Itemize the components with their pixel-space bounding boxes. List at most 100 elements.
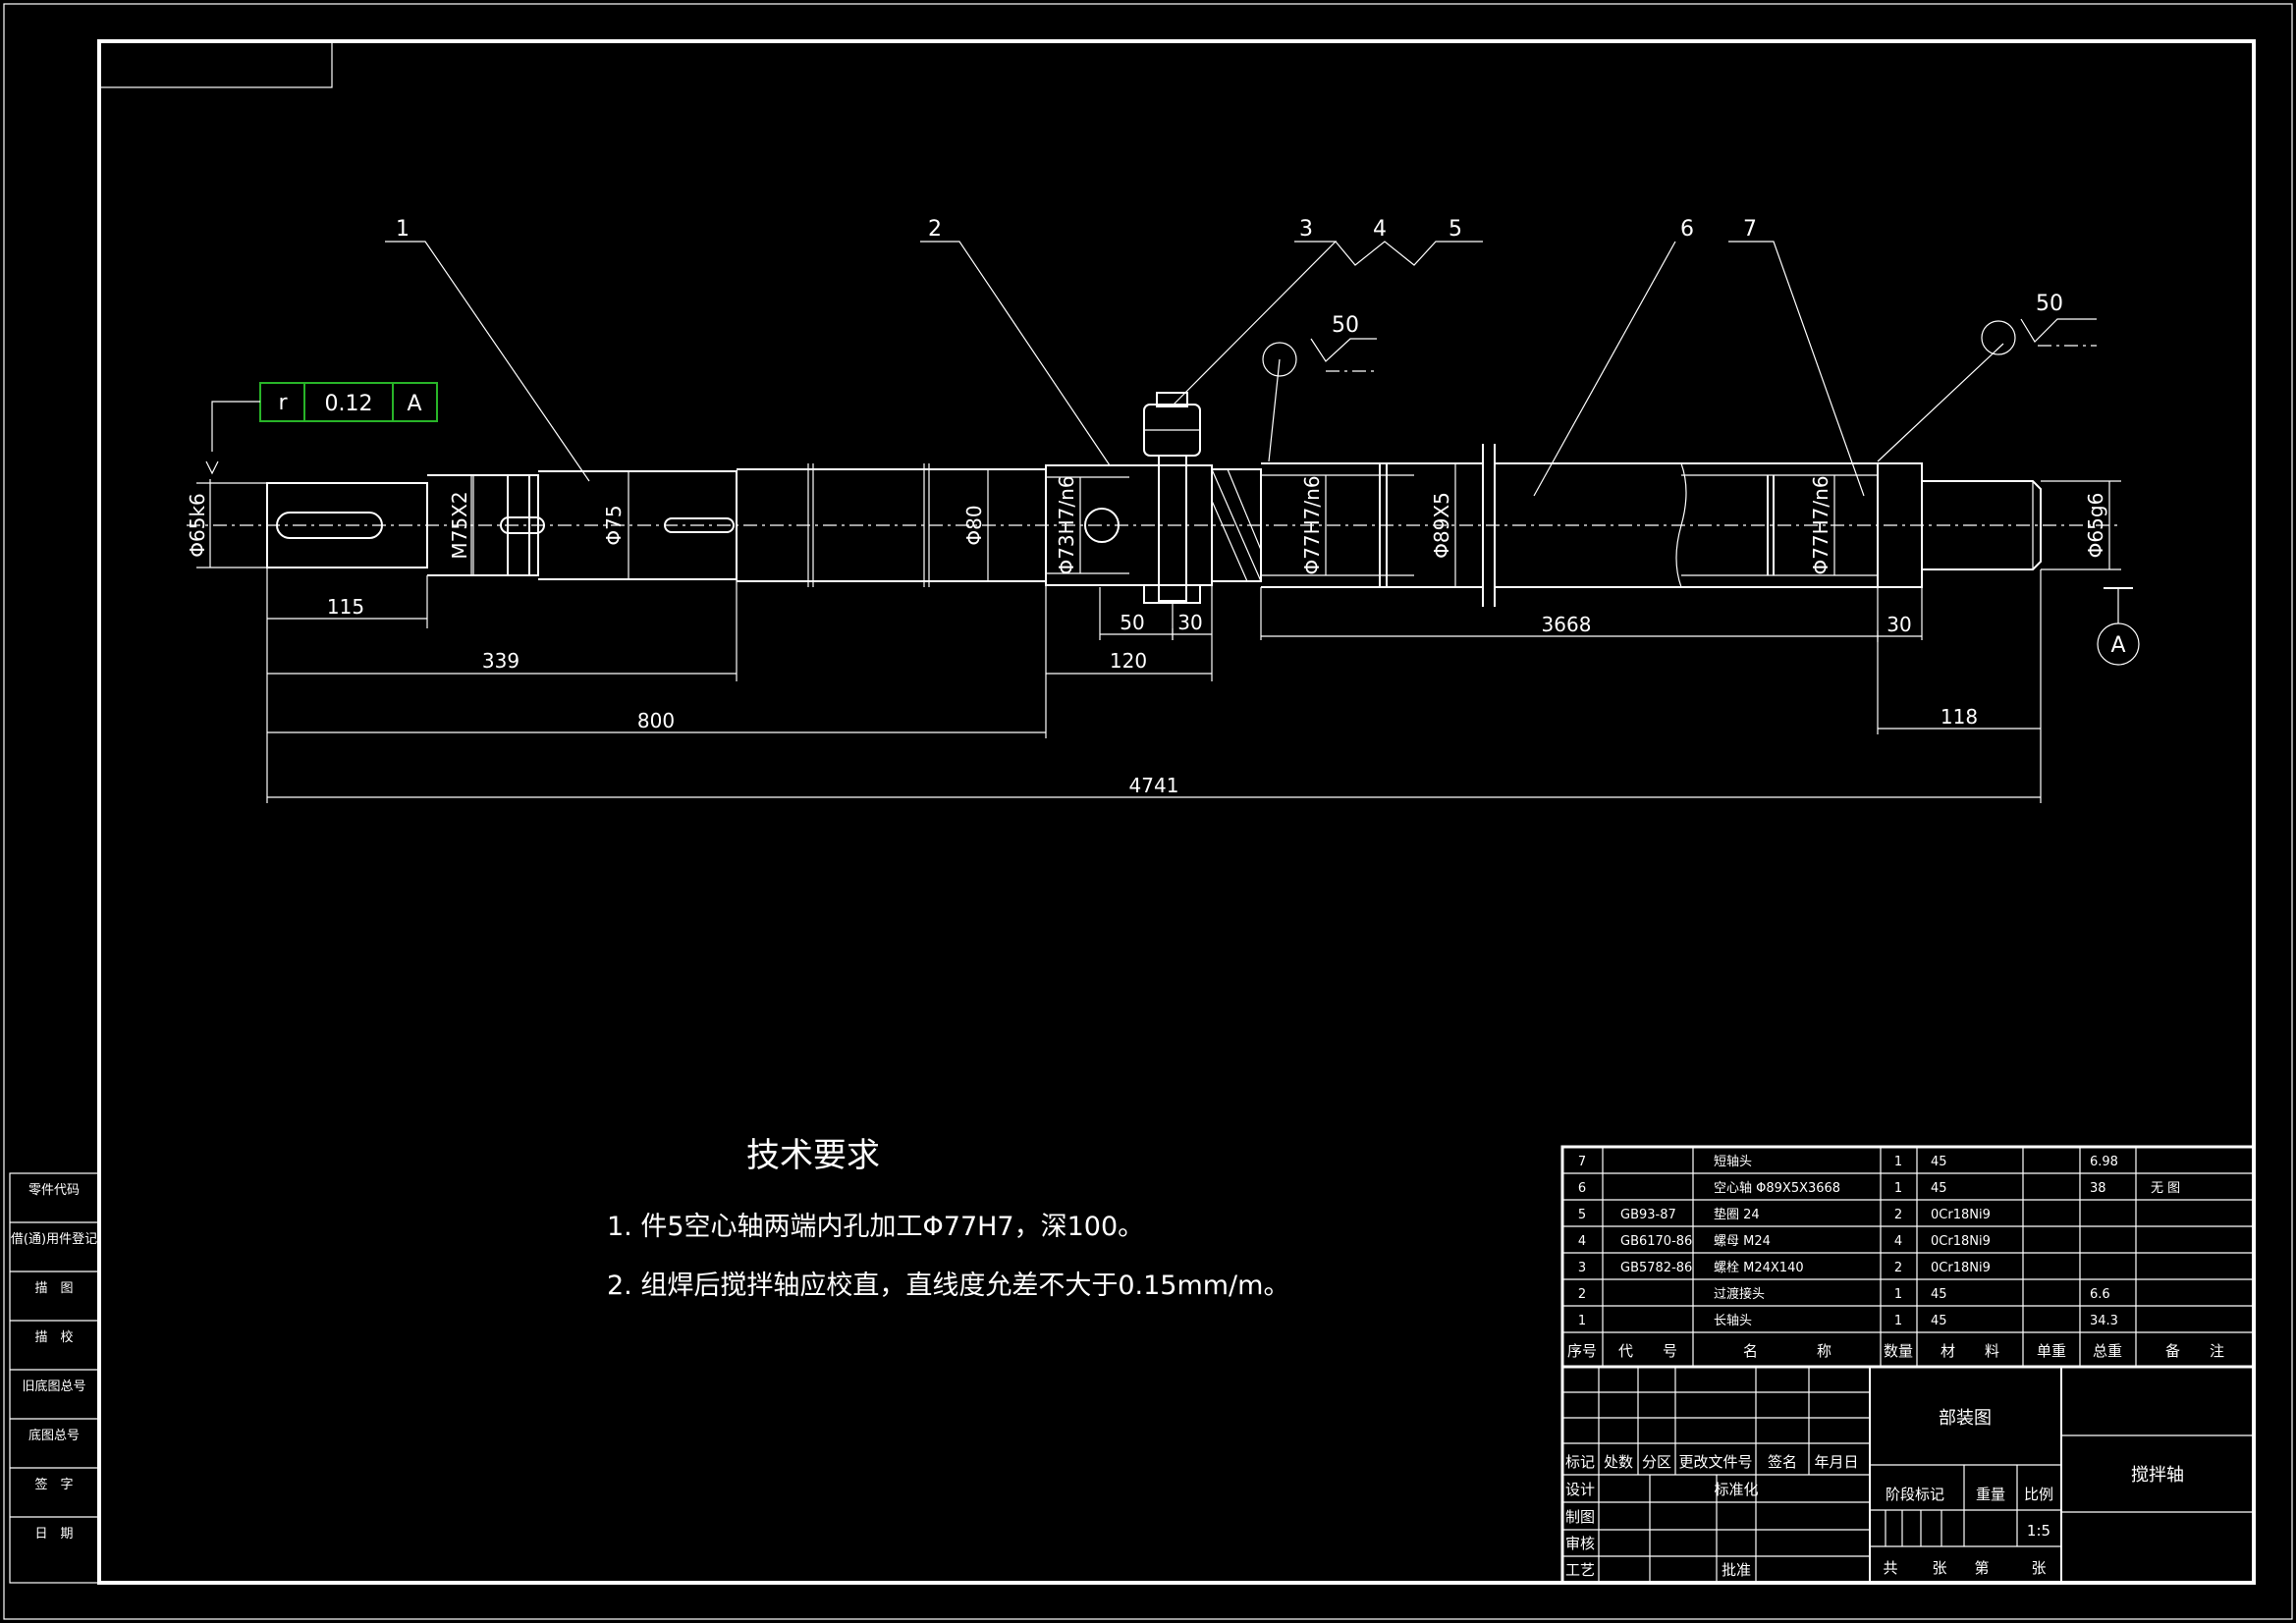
dim-30b: 30: [1886, 613, 1911, 636]
surface-finish-value: 50: [2036, 292, 2063, 316]
bom-cell-qty: 2: [1894, 1261, 1902, 1275]
tech-line-1: 1. 件5空心轴两端内孔加工Φ77H7，深100。: [607, 1212, 1144, 1242]
diameter-dimensions: Φ65k6 M75X2 Φ75 Φ80 Φ73H7/n6 Φ77H7/n6 Φ8…: [186, 463, 2121, 587]
bom-cell-qty: 1: [1894, 1181, 1902, 1196]
bom-cell-name: 空心轴 Φ89X5X3668: [1714, 1181, 1840, 1196]
bom-cell-seq: 1: [1578, 1314, 1586, 1328]
tb-page-suffix: 张: [2031, 1559, 2046, 1577]
bom-header-name: 名 称: [1743, 1342, 1831, 1360]
dim-800: 800: [637, 709, 675, 732]
callout-1: 1: [396, 217, 410, 242]
tech-title: 技术要求: [746, 1136, 880, 1175]
dim-d65g6: Φ65g6: [2084, 493, 2107, 559]
bom-cell-code: GB6170-86: [1620, 1234, 1692, 1249]
dim-d73: Φ73H7/n6: [1055, 475, 1078, 574]
part-name: 搅拌轴: [2131, 1465, 2184, 1486]
tb-doc-no: 更改文件号: [1678, 1453, 1752, 1471]
datum-letter: A: [2110, 633, 2125, 658]
callout-5: 5: [1449, 217, 1462, 242]
outer-border: [3, 3, 2293, 1620]
tb-weight: 重量: [1976, 1486, 2005, 1503]
bom-cell-qty: 1: [1894, 1314, 1902, 1328]
title-block: 部装图 搅拌轴 标记 处数 分区 更改文件号 签名 年月日 设计 标准化 制图 …: [1560, 1365, 2256, 1585]
surface-finish-value: 50: [1332, 313, 1359, 338]
tb-scale-label: 比例: [2024, 1486, 2053, 1503]
bom-cell-material: 45: [1931, 1155, 1947, 1169]
callout-7: 7: [1743, 217, 1757, 242]
bom-cell-seq: 2: [1578, 1287, 1586, 1302]
bom-cell-qty: 2: [1894, 1208, 1902, 1222]
side-label: 日 期: [34, 1527, 73, 1542]
side-label: 签 字: [34, 1477, 73, 1492]
tb-standardize: 标准化: [1714, 1481, 1758, 1498]
bom-cell-material: 45: [1931, 1181, 1947, 1196]
bom-cell-qty: 1: [1894, 1155, 1902, 1169]
tb-count: 处数: [1604, 1453, 1633, 1471]
surface-finish-symbol: 50: [1262, 313, 1377, 462]
bom-cell-name: 长轴头: [1714, 1314, 1752, 1328]
bom-cell-name: 短轴头: [1714, 1155, 1752, 1169]
dim-d89: Φ89X5: [1430, 492, 1453, 559]
corner-box: [98, 40, 333, 88]
bom-cell-code: GB5782-86: [1620, 1261, 1692, 1275]
tb-zone: 分区: [1642, 1453, 1671, 1471]
dim-d65k6: Φ65k6: [186, 493, 209, 558]
bom-header-material: 材 料: [1941, 1342, 1999, 1360]
side-label: 底图总号: [28, 1428, 80, 1443]
inner-frame: [97, 39, 2256, 1585]
dim-d77a: Φ77H7/n6: [1300, 475, 1324, 574]
tb-sheets: 张: [1932, 1559, 1946, 1577]
bom-cell-code: GB93-87: [1620, 1208, 1676, 1222]
tb-mark: 标记: [1565, 1453, 1595, 1471]
tb-total: 共: [1883, 1559, 1897, 1577]
bom-cell-total_wt: 38: [2090, 1181, 2106, 1196]
tb-draw: 制图: [1565, 1508, 1595, 1526]
bom-cell-qty: 1: [1894, 1287, 1902, 1302]
side-label: 描 图: [34, 1281, 73, 1296]
bom-header-qty: 数量: [1884, 1342, 1913, 1360]
dim-50: 50: [1120, 611, 1144, 634]
tech-line-2: 2. 组焊后搅拌轴应校直，直线度允差不大于0.15mm/m。: [607, 1271, 1289, 1301]
dim-339: 339: [482, 649, 519, 673]
side-label: 零件代码: [28, 1183, 80, 1198]
tb-page: 第: [1974, 1559, 1989, 1577]
dim-120: 120: [1110, 649, 1147, 673]
dim-d77b: Φ77H7/n6: [1809, 475, 1832, 574]
dim-3668: 3668: [1542, 613, 1592, 636]
bom-cell-total_wt: 34.3: [2090, 1314, 2118, 1328]
tb-sign: 签名: [1768, 1453, 1797, 1471]
bom-cell-material: 45: [1931, 1314, 1947, 1328]
bom-cell-name: 螺栓 M24X140: [1714, 1261, 1804, 1275]
tb-stage-mark: 阶段标记: [1886, 1486, 1944, 1503]
dim-d75: Φ75: [602, 505, 626, 545]
tb-date: 年月日: [1814, 1453, 1858, 1471]
bom-cell-seq: 6: [1578, 1181, 1586, 1196]
tolerance-frame: r 0.12 A: [205, 382, 438, 475]
shaft: [266, 392, 2042, 607]
tb-scale-value: 1:5: [2027, 1522, 2050, 1540]
bom-cell-material: 0Cr18Ni9: [1931, 1208, 1991, 1222]
bom-cell-material: 0Cr18Ni9: [1931, 1234, 1991, 1249]
side-label: 旧底图总号: [22, 1379, 85, 1394]
leader-lines: [385, 241, 1865, 497]
dim-m75: M75X2: [448, 491, 471, 559]
bom-cell-qty: 4: [1894, 1234, 1902, 1249]
bom-cell-remark: 无 图: [2151, 1181, 2180, 1196]
dim-30a: 30: [1177, 611, 1202, 634]
dim-4741: 4741: [1129, 774, 1179, 797]
surface-finish-symbol: 50: [1877, 292, 2097, 462]
callout-6: 6: [1680, 217, 1694, 242]
bom-header-unit-wt: 单重: [2037, 1342, 2066, 1360]
linear-dimensions: 115 339 800 4741 50 30 120 3668 30 118: [266, 568, 2042, 803]
side-label: 借(通)用件登记: [11, 1232, 97, 1247]
dim-d80: Φ80: [962, 505, 986, 545]
side-label: 描 校: [34, 1329, 73, 1345]
bom-cell-seq: 3: [1578, 1261, 1586, 1275]
tb-process: 工艺: [1565, 1561, 1595, 1579]
bom-cell-name: 螺母 M24: [1714, 1234, 1771, 1249]
tolerance-value: 0.12: [325, 392, 373, 416]
bom-cell-name: 垫圈 24: [1714, 1207, 1760, 1222]
bom-cell-total_wt: 6.6: [2090, 1287, 2110, 1302]
